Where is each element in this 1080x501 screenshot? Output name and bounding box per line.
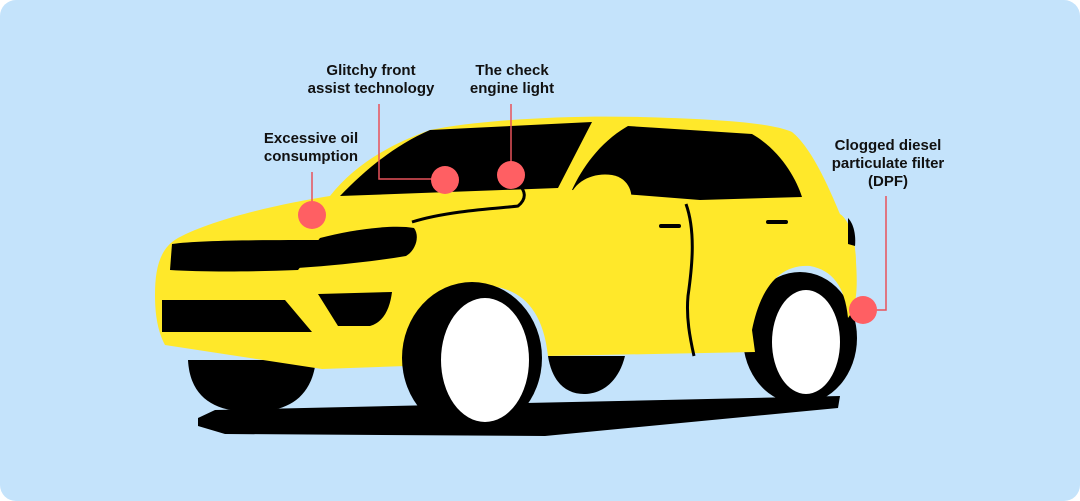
rear-wheel [743,272,857,404]
front-wheel [402,282,542,434]
front-left-wheel [188,360,316,412]
hood-line [411,184,526,224]
callout-label-assist: Glitchy front assist technology [307,62,435,97]
headlight [296,226,417,268]
callout-label-dpf: Clogged diesel particulate filter (DPF) [831,137,945,190]
tail-light [848,218,856,246]
upper-grille [170,240,322,272]
callout-label-engine: The check engine light [469,62,555,97]
door-seam [684,203,696,357]
leader-lines [311,104,887,311]
engine-marker [497,161,525,189]
car-shadow [198,396,840,436]
callout-label-oil: Excessive oil consumption [263,130,359,165]
assist-marker [431,166,459,194]
markers [298,161,877,324]
dpf-marker [849,296,877,324]
dpf-leader [864,196,887,311]
lower-grille [162,300,312,332]
oil-marker [298,201,326,229]
windshield [340,122,592,196]
side-mirror [568,174,632,204]
rear-door-handle [766,220,788,224]
rear-left-wheel [548,356,625,394]
side-window [572,126,802,200]
front-door-handle [659,224,681,228]
fog-light [318,292,392,326]
assist-leader [378,104,444,180]
